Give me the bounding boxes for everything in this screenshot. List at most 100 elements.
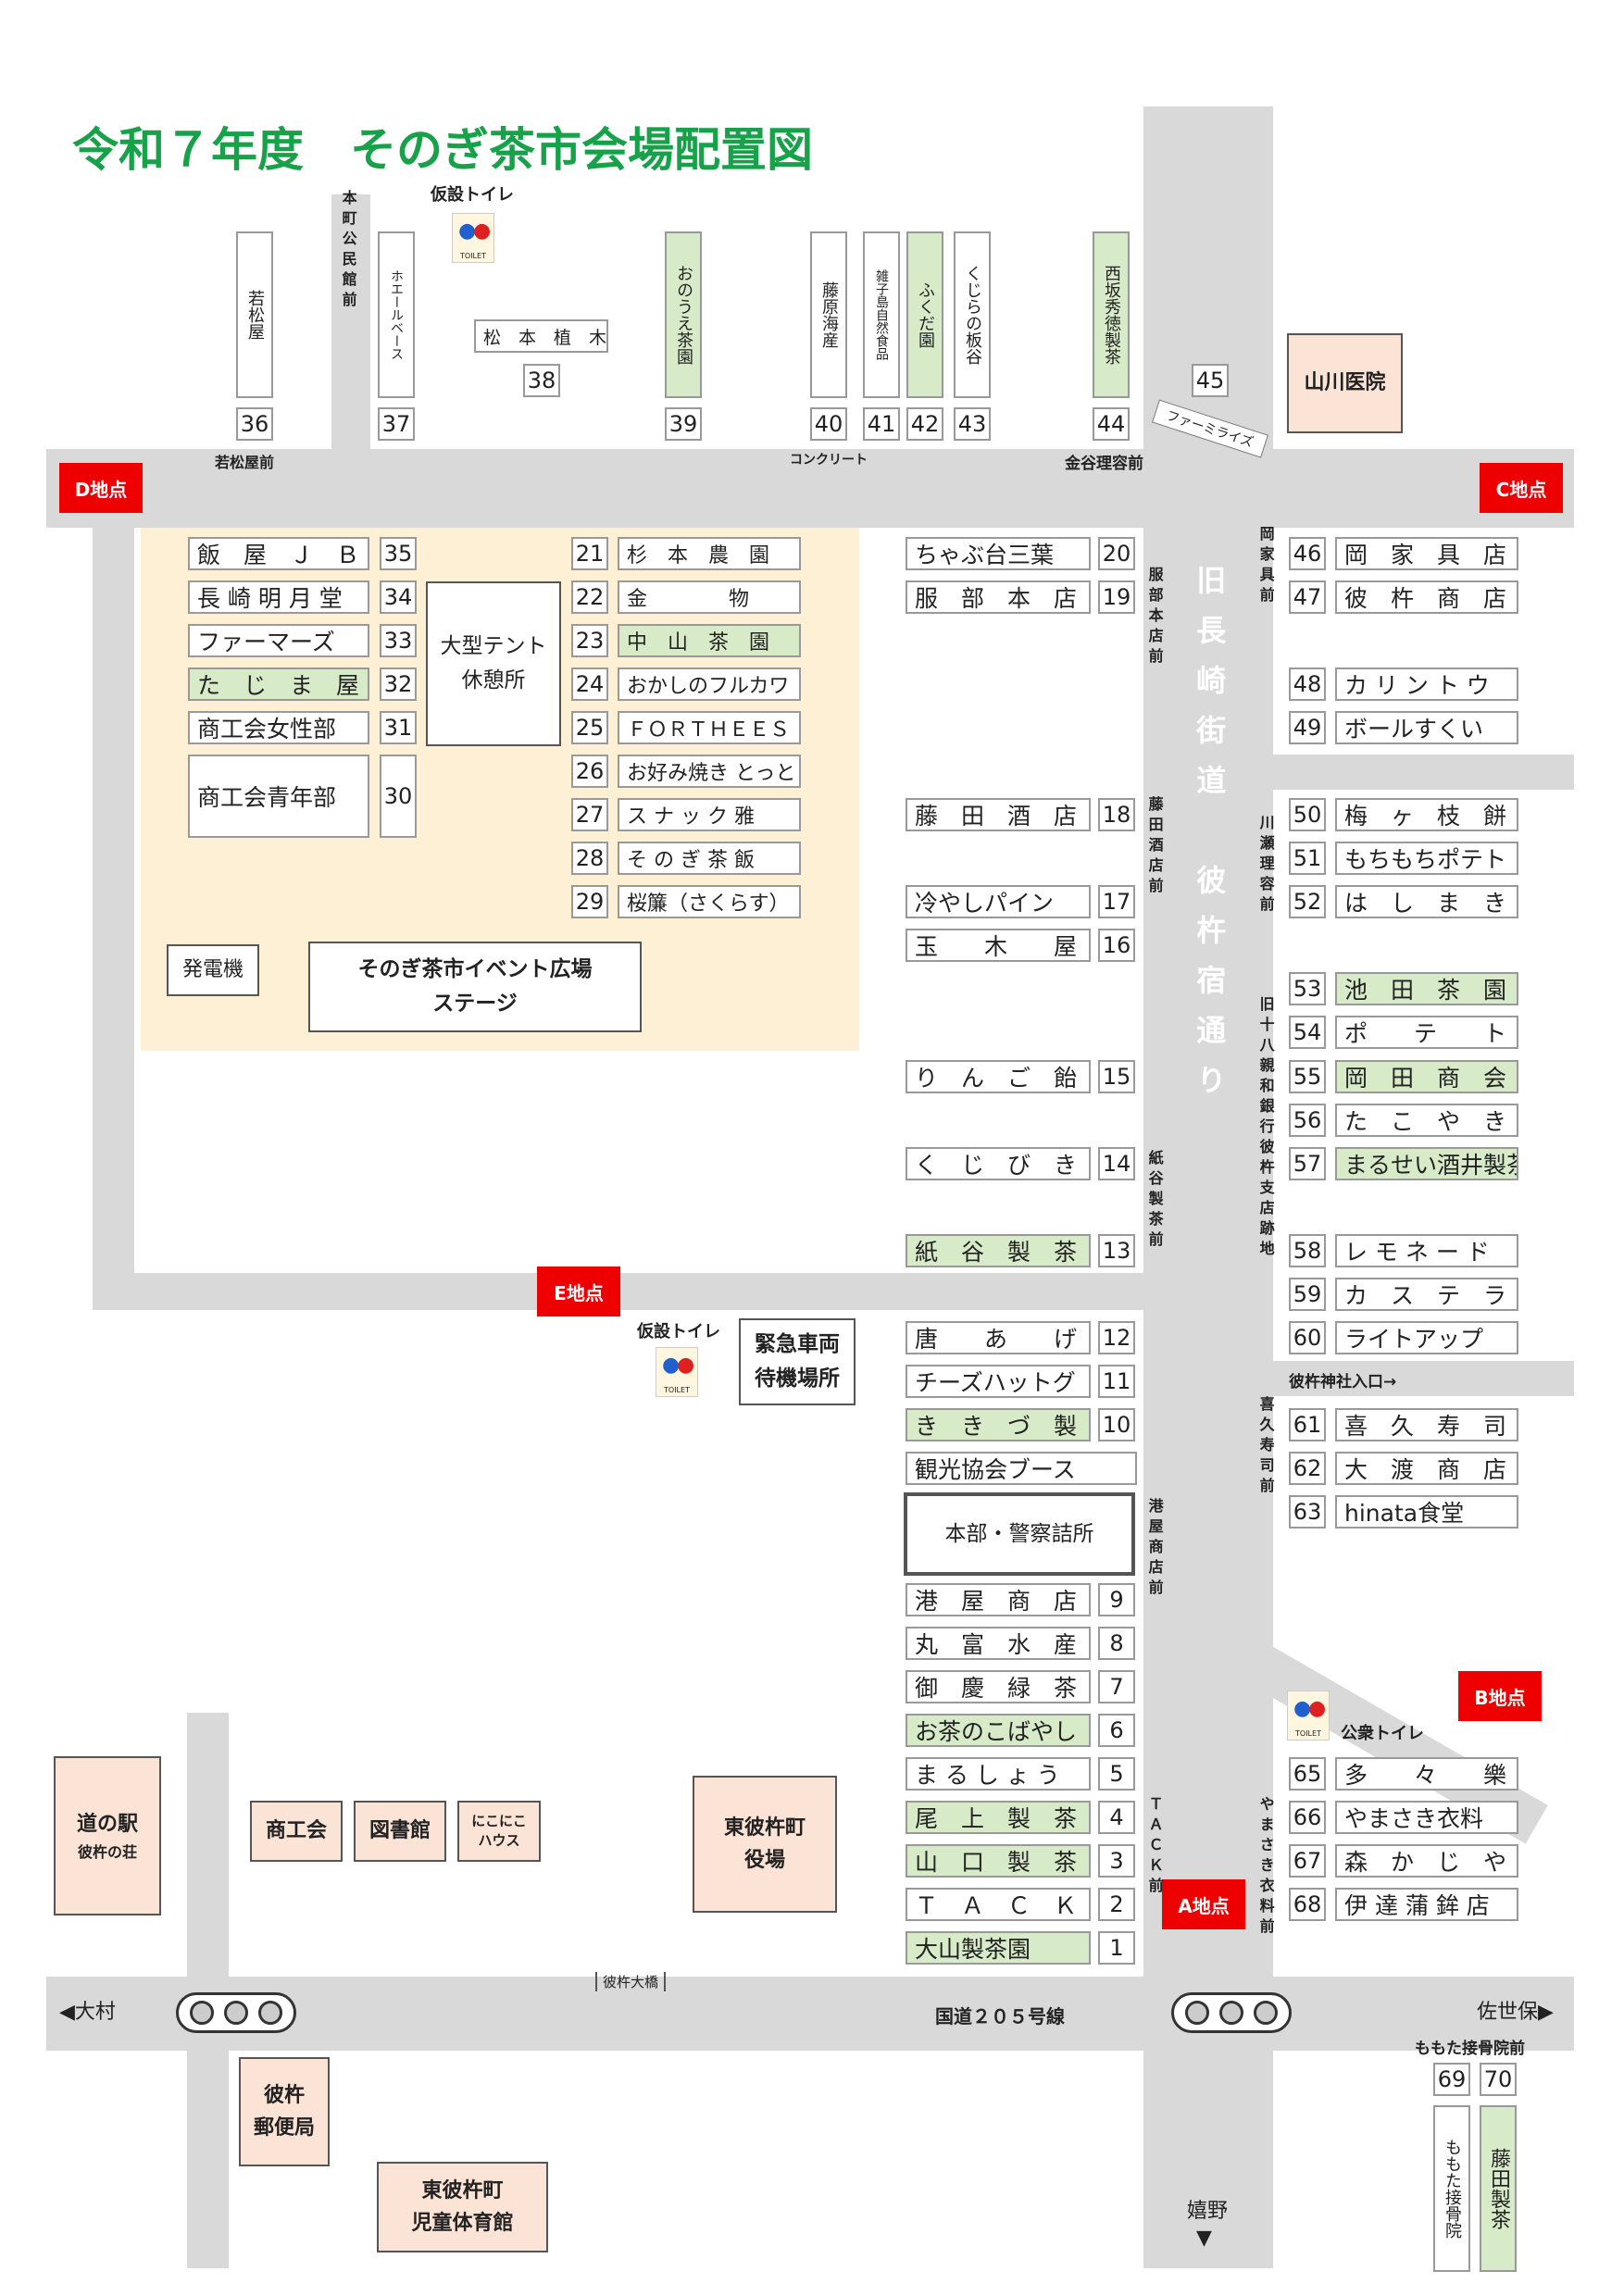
stall-58-label: レ モ ネ ー ド [1335, 1234, 1518, 1267]
stall-59-label: カ ス テ ラ [1335, 1278, 1518, 1311]
stall-31-label: 商工会女性部 [188, 711, 369, 744]
hq-police-post: 本部・警察詰所 [904, 1492, 1135, 1576]
omura-label: ◀大村 [59, 2001, 116, 2024]
town-office-line-2: 役場 [743, 1849, 785, 1872]
stall-26-number: 26 [571, 755, 608, 788]
stall-44-label: 西坂秀徳製茶 [1093, 231, 1130, 398]
stall-20-number: 20 [1098, 537, 1135, 570]
stall-67-number: 67 [1289, 1844, 1326, 1878]
temp-toilet-label-mid: 仮設トイレ [637, 1322, 720, 1341]
stall-2-number: 2 [1098, 1888, 1135, 1921]
stall-30-number: 30 [380, 755, 417, 838]
stall-24-label: おかしのフルカワ [618, 668, 801, 701]
fujita-mae-label: 藤田酒店前 [1145, 796, 1164, 898]
kawase-mae-label: 川瀬理容前 [1256, 815, 1275, 917]
shokokai: 商工会 [250, 1801, 343, 1862]
post-office: 彼杵 郵便局 [239, 2057, 330, 2166]
gymnasium: 東彼杵町 児童体育館 [377, 2162, 548, 2252]
stall-49-label: ボールすくい [1335, 711, 1518, 744]
stall-6-label: お茶のこばやし [906, 1714, 1091, 1747]
stall-42-number: 42 [906, 407, 943, 441]
stall-9-number: 9 [1098, 1583, 1135, 1616]
stall-70-label: 藤田製茶 [1480, 2105, 1517, 2272]
stall-11-number: 11 [1098, 1365, 1135, 1398]
traffic-signal-icon [1171, 1992, 1292, 2033]
post-office-line-2: 郵便局 [253, 2116, 315, 2140]
stall-38-number: 38 [523, 364, 560, 397]
kamiya-mae-label: 紙谷製茶前 [1145, 1150, 1164, 1252]
stall-63-number: 63 [1289, 1495, 1326, 1529]
stall-17-number: 17 [1098, 885, 1135, 918]
momota-mae-label: ももた接骨院前 [1415, 2040, 1525, 2058]
point-d: D地点 [59, 463, 143, 513]
tack-mae-label: ＴＡＣＫ前 [1145, 1796, 1164, 1898]
hattori-mae-label: 服部本店前 [1145, 567, 1164, 668]
stall-29-label: 桜簾（さくらす） [618, 885, 801, 918]
stage-line-1: そのぎ茶市イベント広場 [357, 957, 593, 982]
stall-37-label: ホエールベース [378, 231, 415, 398]
stall-19-label: 服 部 本 店 [906, 580, 1091, 614]
stall-30-label: 商工会青年部 [188, 755, 369, 838]
nikoniko-line-2: ハウス [478, 1832, 520, 1849]
stall-32-label: た じ ま 屋 [188, 668, 369, 701]
stall-32-number: 32 [380, 668, 417, 701]
public-toilet-label: 公衆トイレ [1341, 1724, 1424, 1743]
stall-33-label: ファーマーズ [188, 624, 369, 657]
stall-22-label: 金 物 [618, 580, 801, 614]
stall-43-label: くじらの板谷 [954, 231, 991, 398]
toilet-icon: ●●TOILET [1287, 1691, 1330, 1741]
road-south-west [187, 1713, 229, 2268]
stall-61-label: 喜 久 寿 司 [1335, 1408, 1518, 1441]
stall-39-label: おのうえ茶園 [665, 231, 702, 398]
stall-40-number: 40 [810, 407, 847, 441]
stall-56-label: た こ や き [1335, 1104, 1518, 1137]
point-a: A地点 [1162, 1879, 1245, 1929]
stall-8-label: 丸 富 水 産 [906, 1627, 1091, 1660]
stall-42-label: ふくだ園 [906, 231, 943, 398]
emergency-line-1: 緊急車両 [755, 1332, 840, 1357]
stall-18-number: 18 [1098, 798, 1135, 831]
toilet-icon-text: TOILET [460, 252, 486, 260]
stall-51-label: もちもちポテト [1335, 842, 1518, 875]
stall-19-number: 19 [1098, 580, 1135, 614]
stall-70-number: 70 [1480, 2063, 1517, 2096]
stall-10-label: き き づ 製 茶 [906, 1408, 1091, 1441]
stall-23-label: 中 山 茶 園 [618, 624, 801, 657]
nikoniko-line-1: にこにこ [471, 1813, 527, 1829]
bridge-label: 彼杵大橋 [595, 1972, 667, 1991]
road-left-vertical [93, 449, 134, 1310]
stall-65-label: 多 々 樂 [1335, 1757, 1518, 1791]
stall-40-label: 藤原海産 [810, 231, 847, 398]
stall-48-number: 48 [1289, 668, 1326, 701]
stall-kanko-label: 観光協会ブース [906, 1452, 1137, 1485]
stall-50-label: 梅 ヶ 枝 餅 [1335, 798, 1518, 831]
stall-17-label: 冷やしパイン [906, 885, 1091, 918]
stall-23-number: 23 [571, 624, 608, 657]
stall-1-number: 1 [1098, 1931, 1135, 1965]
stall-54-number: 54 [1289, 1016, 1326, 1049]
shokokai-label: 商工会 [265, 1819, 327, 1843]
stall-66-label: やまさき衣料 [1335, 1801, 1518, 1834]
stall-5-label: ま る し ょ う [906, 1757, 1091, 1791]
stall-62-number: 62 [1289, 1452, 1326, 1485]
tent-line-1: 大型テント [440, 634, 547, 659]
stall-35-label: 飯 屋 Ｊ Ｂ [188, 537, 369, 570]
stall-51-number: 51 [1289, 842, 1326, 875]
stall-58-number: 58 [1289, 1234, 1326, 1267]
stall-46-label: 岡 家 具 店 [1335, 537, 1518, 570]
stall-36-label: 若松屋 [236, 231, 273, 398]
stall-45-number: 45 [1192, 364, 1229, 397]
stall-62-label: 大 渡 商 店 [1335, 1452, 1518, 1485]
hq-label: 本部・警察詰所 [944, 1521, 1094, 1546]
road-mid [93, 1273, 1181, 1310]
stall-28-label: そ の ぎ 茶 飯 [618, 842, 801, 875]
toilet-icon: ●●TOILET [452, 213, 494, 263]
stall-18-label: 藤 田 酒 店 [906, 798, 1091, 831]
stall-25-label: ＦＯＲＴＨＥＥＳ [618, 711, 801, 744]
kanaya-mae-label: 金谷理容前 [1065, 455, 1143, 473]
oka-mae-label: 岡家具前 [1256, 526, 1275, 607]
stall-9-label: 港 屋 商 店 [906, 1583, 1091, 1616]
toilet-icon: ●●TOILET [656, 1347, 698, 1397]
temp-toilet-label-top: 仮設トイレ [431, 185, 514, 205]
bank-site-label: 旧十八親和銀行彼杵支店跡地 [1256, 996, 1275, 1261]
